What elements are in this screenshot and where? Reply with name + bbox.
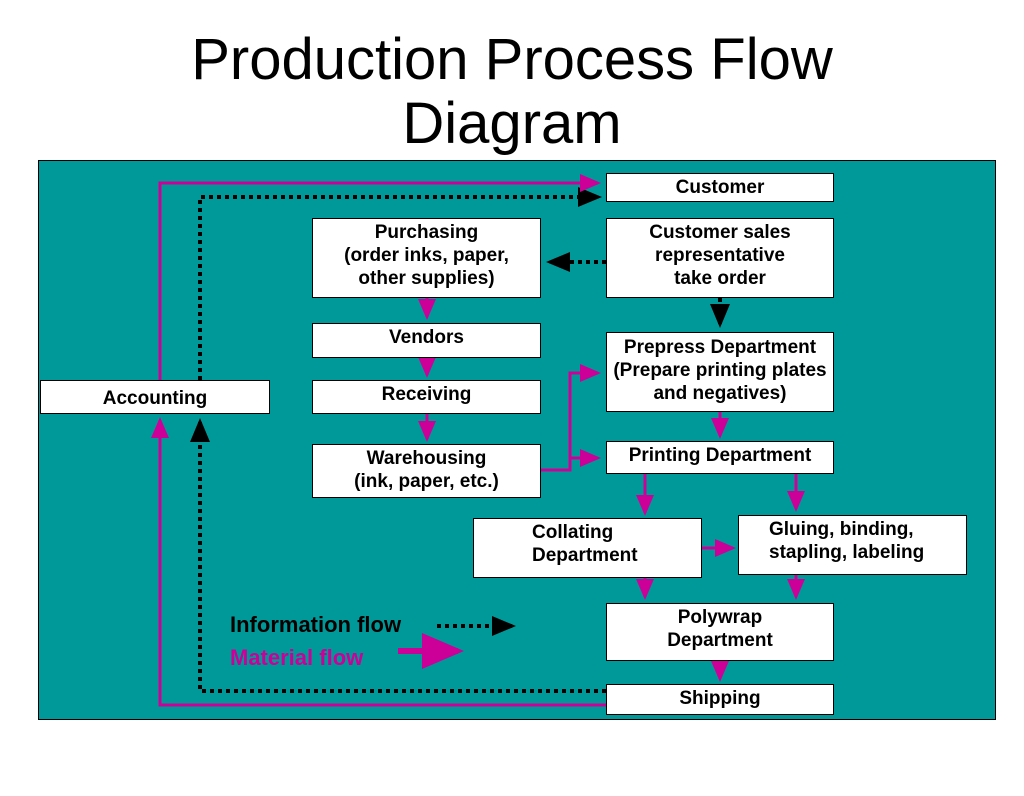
node-receiving: Receiving (312, 380, 541, 414)
node-accounting: Accounting (40, 380, 270, 414)
node-customer: Customer (606, 173, 834, 202)
node-prepress-line-2: (Prepare printing plates (613, 360, 827, 381)
node-purchasing-line-1: Purchasing (374, 222, 479, 243)
legend-information-label: Information flow (230, 612, 402, 637)
node-accounting-line-1: Accounting (102, 388, 208, 409)
title-line-2: Diagram (402, 91, 622, 156)
title-line-1: Production Process Flow (191, 27, 833, 92)
edge-warehousing-prepress (541, 364, 601, 472)
node-polywrap: Polywrap Department (606, 603, 834, 661)
information-flow-lines (190, 187, 730, 693)
edge-accounting-customer-info (198, 187, 602, 380)
edge-shipping-accounting-info (190, 418, 606, 693)
edge-accounting-customer-material (158, 174, 601, 380)
node-gluing-line-2: stapling, labeling (769, 542, 925, 563)
node-shipping: Shipping (606, 684, 834, 715)
material-flow-lines (151, 174, 805, 707)
node-vendors: Vendors (312, 323, 541, 358)
node-vendors-line-1: Vendors (389, 327, 464, 348)
node-collating-line-1: Collating (532, 522, 614, 543)
node-collating-line-2: Department (532, 545, 638, 566)
node-customer-line-1: Customer (675, 177, 765, 198)
node-customer-sales-rep: Customer sales representative take order (606, 218, 834, 298)
node-gluing: Gluing, binding, stapling, labeling (738, 515, 967, 575)
node-shipping-line-1: Shipping (679, 688, 761, 709)
node-warehousing: Warehousing (ink, paper, etc.) (312, 444, 541, 498)
edge-shipping-accounting-material (151, 417, 606, 707)
node-sales-rep-line-1: Customer sales (649, 222, 791, 243)
node-printing: Printing Department (606, 441, 834, 474)
node-purchasing-line-3: other supplies) (358, 268, 495, 289)
page-title: Production Process Flow Diagram (0, 28, 1024, 156)
node-printing-line-1: Printing Department (628, 445, 812, 466)
legend-material-label: Material flow (230, 645, 364, 670)
node-collating: Collating Department (473, 518, 702, 578)
node-gluing-line-1: Gluing, binding, (769, 519, 914, 540)
node-polywrap-line-1: Polywrap (677, 607, 763, 628)
node-sales-rep-line-3: take order (674, 268, 766, 289)
node-prepress: Prepress Department (Prepare printing pl… (606, 332, 834, 412)
node-prepress-line-3: and negatives) (653, 383, 787, 404)
node-receiving-line-1: Receiving (381, 384, 472, 405)
node-sales-rep-line-2: representative (655, 245, 785, 266)
node-polywrap-line-2: Department (667, 630, 773, 651)
node-purchasing-line-2: (order inks, paper, (344, 245, 509, 266)
node-warehousing-line-1: Warehousing (366, 448, 487, 469)
node-purchasing: Purchasing (order inks, paper, other sup… (312, 218, 541, 298)
node-warehousing-line-2: (ink, paper, etc.) (354, 471, 499, 492)
node-prepress-line-1: Prepress Department (623, 337, 817, 358)
